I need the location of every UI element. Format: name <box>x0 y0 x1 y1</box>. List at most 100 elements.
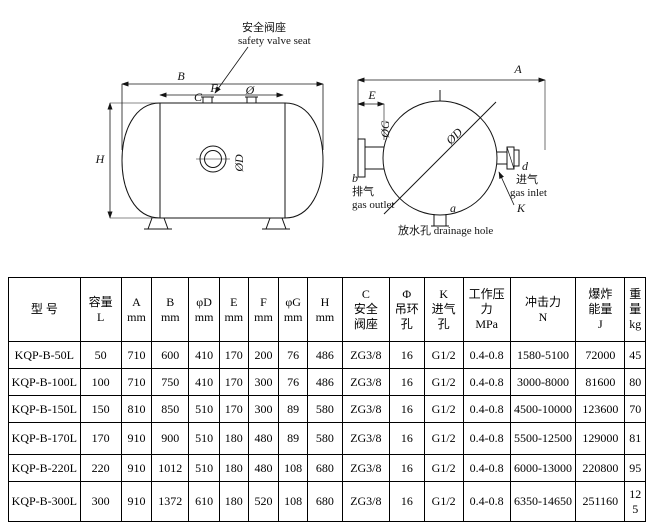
right-leg <box>262 217 290 230</box>
drain-label: 放水孔 drainage hole <box>398 223 493 237</box>
outlet-label-en: gas outlet <box>352 199 394 211</box>
dim-label-od-end: ØD <box>442 125 465 148</box>
table-cell: 300 <box>247 395 280 423</box>
table-cell: 70 <box>624 395 646 423</box>
table-cell: 300 <box>247 368 280 396</box>
table-cell: KQP-B-150L <box>8 395 81 423</box>
diameter-line <box>383 101 497 215</box>
table-cell: 16 <box>388 454 425 482</box>
table-cell: 89 <box>278 422 308 455</box>
dim-label-phi: Ø <box>245 83 256 97</box>
table-cell: ZG3/8 <box>341 481 390 522</box>
outlet-label-cn: 排气 <box>352 184 374 198</box>
table-cell: G1/2 <box>423 481 464 522</box>
table-cell: 5500-12500 <box>509 422 577 455</box>
table-cell: 170 <box>79 422 122 455</box>
inlet-fitting-hatch <box>506 146 515 170</box>
table-cell: 1012 <box>151 454 190 482</box>
dim-label-a: A <box>513 62 522 76</box>
k-leader <box>498 171 515 206</box>
table-cell: KQP-B-170L <box>8 422 81 455</box>
table-cell: 520 <box>247 481 280 522</box>
dim-label-og: ØG <box>378 120 392 139</box>
dim-label-c: C <box>194 90 203 104</box>
inlet-letter: d <box>522 159 529 173</box>
table-cell: 180 <box>218 454 249 482</box>
table-cell: 0.4-0.8 <box>462 395 511 423</box>
table-cell: KQP-B-100L <box>8 368 81 396</box>
table-cell: 16 <box>388 395 425 423</box>
dim-label-od-side: ØD <box>232 154 246 173</box>
table-cell: 76 <box>278 368 308 396</box>
table-cell: 125 <box>624 481 646 522</box>
outlet-letter: b <box>352 171 358 185</box>
safety-valve-leader <box>214 46 249 94</box>
table-cell: 3000-8000 <box>509 368 577 396</box>
table-cell: G1/2 <box>423 422 464 455</box>
table-cell: 480 <box>247 454 280 482</box>
table-cell: 510 <box>188 422 220 455</box>
table-cell: G1/2 <box>423 395 464 423</box>
lifting-hole-fitting <box>245 96 258 103</box>
table-cell: 16 <box>388 422 425 455</box>
table-cell: G1/2 <box>423 454 464 482</box>
header-cell: 型 号 <box>8 277 81 342</box>
dim-label-f: F <box>209 81 218 95</box>
table-cell: 750 <box>151 368 190 396</box>
table-cell: 50 <box>79 341 122 369</box>
table-cell: 95 <box>624 454 646 482</box>
tank-outline <box>121 102 324 219</box>
table-cell: 16 <box>388 368 425 396</box>
table-cell: 72000 <box>575 341 626 369</box>
table-cell: 680 <box>307 454 343 482</box>
table-cell: 810 <box>120 395 153 423</box>
table-cell: 710 <box>120 341 153 369</box>
table-cell: 180 <box>218 422 249 455</box>
inlet-fitting-cap <box>513 149 520 167</box>
table-cell: ZG3/8 <box>341 341 390 369</box>
table-cell: 76 <box>278 341 308 369</box>
safety-valve-label-en: safety valve seat <box>238 35 311 47</box>
table-cell: 16 <box>388 341 425 369</box>
table-cell: 910 <box>120 454 153 482</box>
table-cell: 0.4-0.8 <box>462 368 511 396</box>
table-cell: 45 <box>624 341 646 369</box>
table-cell: 480 <box>247 422 280 455</box>
table-cell: 486 <box>307 341 343 369</box>
safety-valve-label-cn: 安全阀座 <box>242 20 286 34</box>
table-cell: 0.4-0.8 <box>462 422 511 455</box>
left-leg <box>144 217 172 230</box>
technical-drawing: 安全阀座 safety valve seat B F C Ø H ØD <box>95 20 547 237</box>
table-cell: 6000-13000 <box>509 454 577 482</box>
dimension-lines-end <box>357 77 546 206</box>
dim-label-e: E <box>367 88 376 102</box>
table-cell: 486 <box>307 368 343 396</box>
table-cell: 580 <box>307 395 343 423</box>
table-cell: 410 <box>188 341 220 369</box>
table-cell: 580 <box>307 422 343 455</box>
drain-stub <box>431 214 449 227</box>
table-cell: 200 <box>247 341 280 369</box>
table-cell: 180 <box>218 481 249 522</box>
table-cell: 1580-5100 <box>509 341 577 369</box>
table-cell: 81600 <box>575 368 626 396</box>
table-cell: KQP-B-300L <box>8 481 81 522</box>
table-cell: 251160 <box>575 481 626 522</box>
table-cell: 170 <box>218 341 249 369</box>
table-cell: ZG3/8 <box>341 422 390 455</box>
table-cell: 4500-10000 <box>509 395 577 423</box>
